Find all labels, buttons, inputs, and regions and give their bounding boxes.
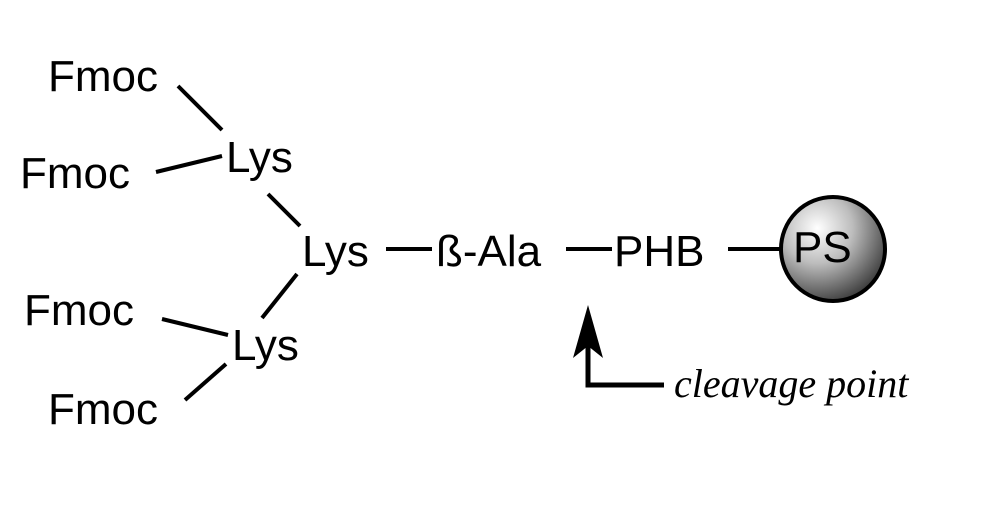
beta-ala-label: ß-Ala — [436, 227, 542, 276]
bond-fmoc4-lys-bottom — [183, 362, 228, 402]
polystyrene-bead — [779, 195, 887, 303]
bond-fmoc3-lys-bottom — [161, 317, 229, 337]
bond-fmoc2-lys-top — [155, 154, 223, 174]
fmoc-label-1: Fmoc — [48, 52, 158, 101]
cleavage-arrow-line — [585, 338, 664, 388]
cleavage-arrow-head — [573, 305, 603, 358]
lys-label-center: Lys — [302, 227, 369, 276]
bond-lys-top-lys-center — [266, 192, 302, 228]
bond-fmoc1-lys-top — [176, 84, 224, 132]
lys-label-bottom: Lys — [232, 321, 299, 370]
fmoc-label-4: Fmoc — [48, 385, 158, 434]
cleavage-point-label: cleavage point — [674, 361, 909, 406]
lys-label-top: Lys — [226, 133, 293, 182]
fmoc-label-2: Fmoc — [20, 149, 130, 198]
ps-label: PS — [793, 223, 852, 272]
bond-lys-center-lys-bottom — [260, 272, 299, 320]
phb-label: PHB — [614, 227, 704, 276]
fmoc-label-3: Fmoc — [24, 286, 134, 335]
